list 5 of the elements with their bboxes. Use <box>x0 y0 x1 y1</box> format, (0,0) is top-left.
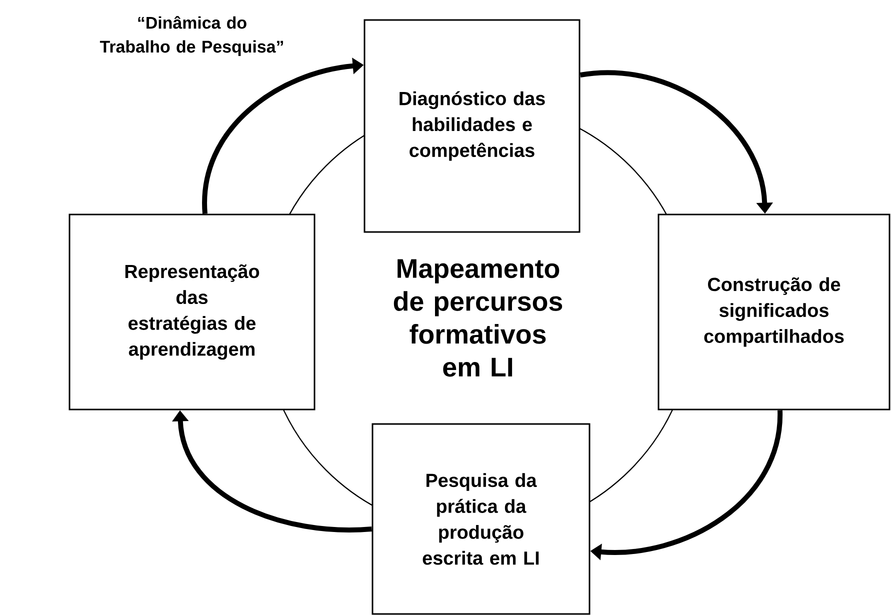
step-box: Pesquisa da prática da produção escrita em LI <box>372 423 590 615</box>
step-box: Representação das estratégias de aprendizagem <box>68 214 316 410</box>
step-box: Construção de significados compartilhados <box>658 214 890 410</box>
step-box: Diagnóstico das habilidades e competências <box>364 19 580 233</box>
title: “Dinâmica do Trabalho de Pesquisa” <box>100 16 283 56</box>
